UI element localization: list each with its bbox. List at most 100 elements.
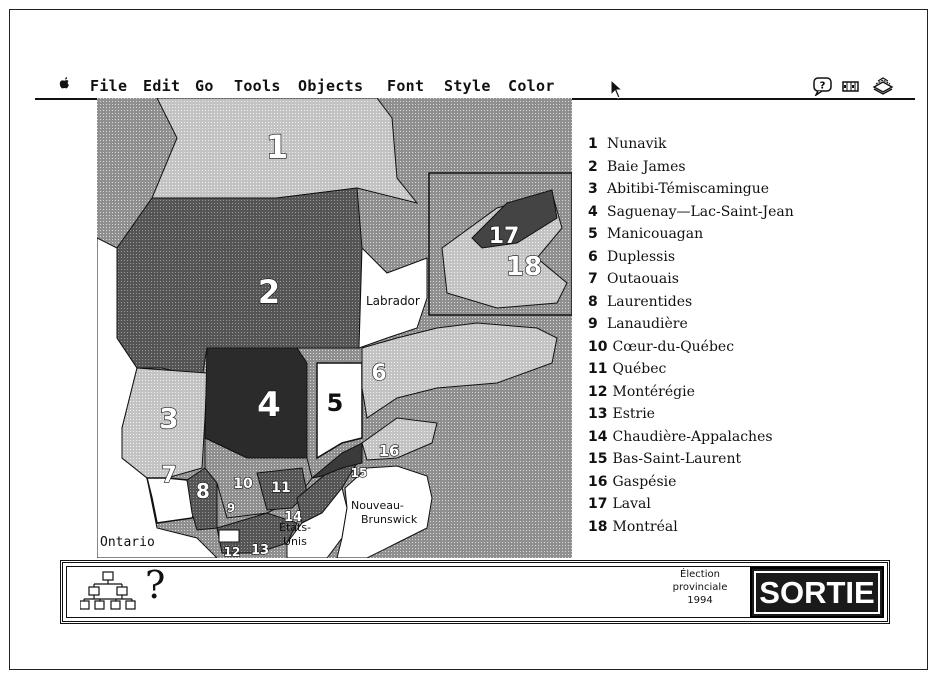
sortie-button[interactable]: SORTIE <box>750 567 884 618</box>
legend-label: Manicouagan <box>607 226 704 242</box>
legend-label: Abitibi-Témiscamingue <box>607 181 770 197</box>
legend-label: Estrie <box>612 406 655 422</box>
legend-label: Gaspésie <box>612 473 677 490</box>
region-label-7: 7 <box>161 463 176 488</box>
legend-label: Lanaudière <box>607 316 688 332</box>
place-label-ontario: Ontario <box>100 535 155 550</box>
legend-label: Saguenay—Lac-Saint-Jean <box>607 203 794 220</box>
new-brunswick-area <box>336 465 433 559</box>
legend-number: 10 <box>588 338 608 355</box>
region-label-13: 13 <box>251 543 269 558</box>
svg-text:?: ? <box>820 81 826 92</box>
place-label-etats-unis-1: États- <box>279 521 311 534</box>
legend-number: 14 <box>588 428 608 445</box>
region-label-1: 1 <box>266 128 288 166</box>
place-label-nb-2: Brunswick <box>361 513 418 526</box>
legend-number: 4 <box>588 203 598 220</box>
legend-item-6[interactable]: 6 Duplessis <box>588 246 888 269</box>
stack-icon[interactable] <box>872 76 894 100</box>
region-label-4: 4 <box>257 385 281 425</box>
legend-number: 17 <box>588 496 608 512</box>
legend-label: Montérégie <box>612 383 695 400</box>
region-15[interactable] <box>311 442 363 479</box>
legend-number: 8 <box>588 293 598 310</box>
arrow-cursor-icon <box>610 78 624 103</box>
region-label-9: 9 <box>227 501 235 515</box>
region-3[interactable] <box>121 367 208 479</box>
region-label-12: 12 <box>224 545 241 558</box>
region-label-2: 2 <box>258 273 280 311</box>
hierarchy-icon[interactable] <box>79 570 136 616</box>
legend-label: Duplessis <box>607 248 675 265</box>
legend-label: Baie James <box>607 158 686 175</box>
place-label-etats-unis-2: Unis <box>283 535 307 548</box>
place-label-labrador: Labrador <box>366 294 420 308</box>
apple-menu-icon[interactable] <box>59 76 71 95</box>
election-line-2: provinciale <box>672 582 728 593</box>
region-label-18: 18 <box>506 252 542 282</box>
region-label-15: 15 <box>351 466 368 480</box>
help-button[interactable]: ? <box>145 563 166 607</box>
menu-tools[interactable]: Tools <box>234 77 281 95</box>
region-5[interactable] <box>316 362 363 460</box>
menu-edit[interactable]: Edit <box>143 77 181 95</box>
legend-item-4[interactable]: 4 Saguenay—Lac-Saint-Jean <box>588 201 888 224</box>
region-label-5: 5 <box>327 389 344 417</box>
menu-bar: File Edit Go Tools Objects Font Style Co… <box>35 76 915 100</box>
labrador-area <box>358 246 428 349</box>
region-12[interactable] <box>218 529 240 543</box>
legend-label: Chaudière-Appalaches <box>612 428 773 445</box>
region-label-8: 8 <box>196 479 210 503</box>
legend-label: Laval <box>612 496 651 512</box>
place-label-nb-1: Nouveau- <box>351 499 404 512</box>
election-line-3: 1994 <box>687 595 713 606</box>
legend-label: Outaouais <box>607 271 679 287</box>
menu-objects[interactable]: Objects <box>298 77 364 95</box>
region-4[interactable] <box>204 347 308 459</box>
film-strip-icon[interactable] <box>842 76 860 100</box>
region-label-6: 6 <box>371 361 386 386</box>
region-label-11: 11 <box>271 480 290 496</box>
region-6[interactable] <box>361 322 558 419</box>
menu-font[interactable]: Font <box>387 77 425 95</box>
region-17[interactable] <box>471 189 558 249</box>
menu-style[interactable]: Style <box>444 77 491 95</box>
region-label-3: 3 <box>159 402 178 435</box>
legend-label: Cœur-du-Québec <box>612 338 735 355</box>
legend-number: 16 <box>588 473 608 490</box>
region-16[interactable] <box>361 417 438 461</box>
legend-number: 1 <box>588 136 598 152</box>
legend-label: Montréal <box>612 518 678 535</box>
region-label-16: 16 <box>379 442 400 460</box>
legend-label: Québec <box>612 361 667 377</box>
region-label-10: 10 <box>233 476 253 492</box>
legend-number: 3 <box>588 181 598 197</box>
help-balloon-icon[interactable]: ? <box>812 76 834 100</box>
region-label-14: 14 <box>284 510 302 525</box>
legend-number: 12 <box>588 383 608 400</box>
menu-color[interactable]: Color <box>508 77 555 95</box>
menu-go[interactable]: Go <box>195 77 214 95</box>
election-line-1: Élection <box>680 569 720 580</box>
legend-number: 15 <box>588 451 608 467</box>
election-info: Élection provinciale 1994 <box>660 568 740 607</box>
legend-item-3[interactable]: 3 Abitibi-Témiscamingue <box>588 178 888 201</box>
menu-file[interactable]: File <box>90 77 128 95</box>
legend-number: 6 <box>588 248 598 265</box>
